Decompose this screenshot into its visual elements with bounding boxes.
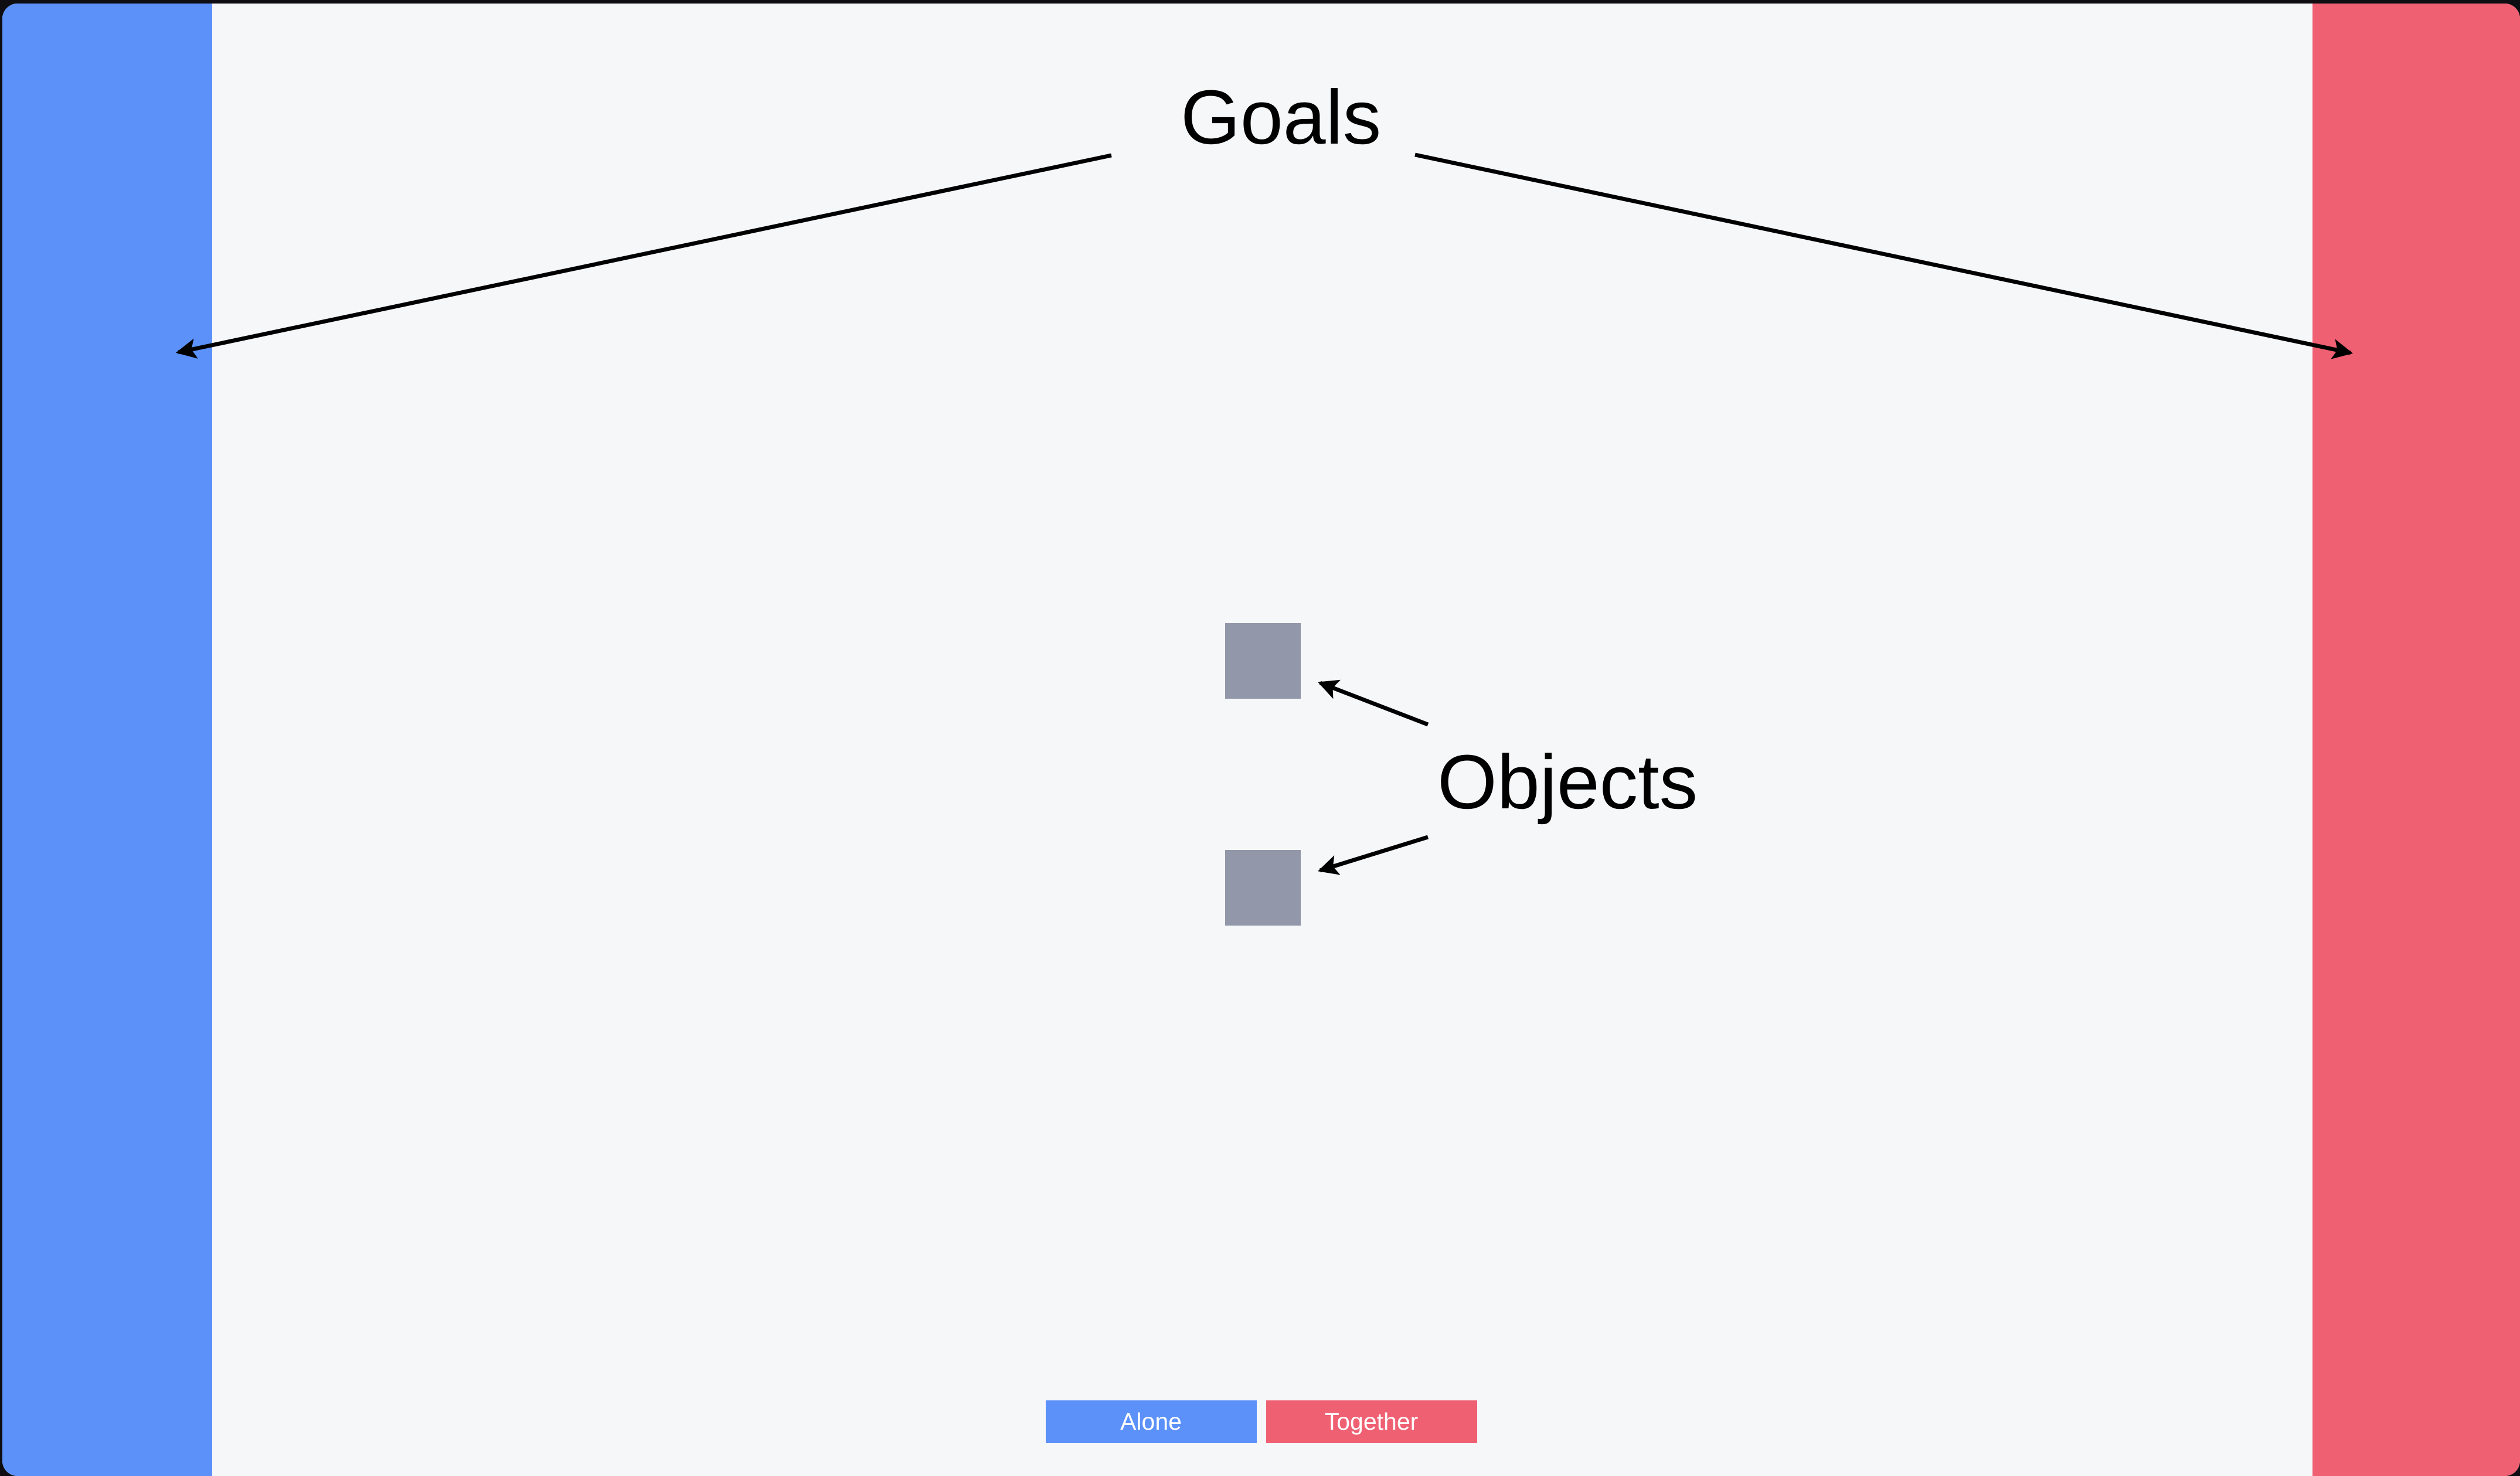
object-block-top[interactable] bbox=[1225, 623, 1301, 699]
alone-button[interactable]: Alone bbox=[1045, 1400, 1257, 1443]
arrow-objects-to-top-block bbox=[1318, 679, 1429, 727]
together-button[interactable]: Together bbox=[1266, 1400, 1477, 1443]
goal-zone-left[interactable] bbox=[2, 4, 212, 1476]
arrow-objects-to-bottom-block bbox=[1317, 835, 1429, 875]
objects-annotation-label: Objects bbox=[1437, 739, 1698, 825]
simulation-canvas: Goals Objects Alone Together bbox=[2, 4, 2520, 1476]
annotation-arrow-layer bbox=[175, 152, 2354, 875]
arrow-goals-to-right-zone bbox=[1414, 152, 2354, 359]
goal-zone-right[interactable] bbox=[2312, 4, 2520, 1476]
goals-annotation-label: Goals bbox=[1181, 74, 1382, 160]
arrow-goals-to-left-zone bbox=[175, 153, 1112, 359]
mode-control-bar: Alone Together bbox=[2, 1400, 2520, 1443]
object-block-bottom[interactable] bbox=[1225, 850, 1301, 926]
